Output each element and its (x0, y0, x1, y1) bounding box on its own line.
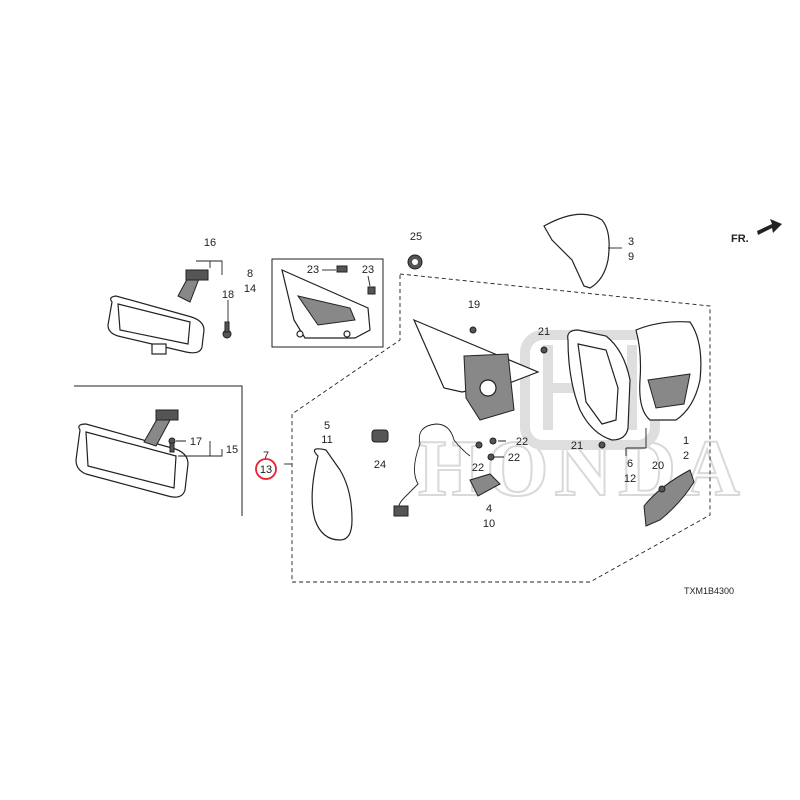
label-15: 15 (226, 444, 238, 456)
part-labels: 16 18 8 14 23 23 17 15 7 13 5 11 24 25 1… (190, 231, 689, 530)
label-24: 24 (374, 459, 386, 471)
watermark-text: HONDA (418, 425, 746, 513)
label-20: 20 (652, 460, 664, 472)
label-7: 7 (263, 450, 269, 462)
label-23-a: 23 (307, 264, 319, 276)
label-12: 12 (624, 473, 636, 485)
part-mirror-bracket (635, 321, 702, 421)
label-2: 2 (683, 450, 689, 462)
part-screw-20 (658, 485, 666, 493)
front-direction-indicator: FR. (731, 219, 782, 245)
label-23-b: 23 (362, 264, 374, 276)
diagram-code: TXM1B4300 (684, 586, 734, 596)
part-screw-22-group (475, 437, 497, 461)
group-box-8-14 (271, 258, 384, 348)
label-8: 8 (247, 268, 253, 280)
label-22-a: 22 (516, 436, 528, 448)
label-22-c: 22 (508, 452, 520, 464)
front-arrow-icon (757, 219, 782, 235)
label-11: 11 (321, 434, 332, 446)
part-screw-21-b (598, 441, 606, 449)
part-mirror-glass (311, 448, 353, 541)
label-9: 9 (628, 251, 634, 263)
part-clip-23-a (336, 265, 348, 273)
label-16: 16 (204, 237, 216, 249)
part-mirror-housing (567, 329, 631, 441)
label-14: 14 (244, 283, 256, 295)
label-10: 10 (483, 518, 495, 530)
part-mirror-actuator (412, 318, 540, 421)
part-rearview-mirror-upper (107, 269, 209, 355)
label-13: 13 (260, 464, 272, 476)
part-screw-19 (469, 326, 477, 334)
part-screw-17 (168, 437, 176, 453)
part-turn-signal (643, 469, 695, 527)
part-mirror-cap (543, 213, 610, 289)
label-25: 25 (410, 231, 422, 243)
honda-watermark: HONDA (417, 330, 746, 514)
label-5: 5 (324, 420, 330, 432)
part-screw-21-a (540, 346, 548, 354)
label-19: 19 (468, 299, 480, 311)
label-17: 17 (190, 436, 202, 448)
part-rearview-mirror-lower (75, 409, 189, 498)
part-cover-4-10 (469, 473, 501, 497)
label-21-b: 21 (571, 440, 583, 452)
part-connector (393, 505, 409, 517)
part-clip-23-b (367, 286, 376, 295)
part-clip-24 (371, 429, 389, 443)
label-3: 3 (628, 236, 634, 248)
label-21-a: 21 (538, 326, 550, 338)
part-grommet-25 (407, 254, 423, 270)
part-mirror-base (281, 268, 371, 339)
fr-label: FR. (731, 233, 749, 245)
label-18: 18 (222, 289, 234, 301)
assembly-outline (291, 273, 711, 583)
label-4: 4 (486, 503, 492, 515)
label-1: 1 (683, 435, 689, 447)
label-6: 6 (627, 458, 633, 470)
label-22-b: 22 (472, 462, 484, 474)
highlight-circle-13 (255, 458, 277, 480)
group-frame-15-17 (74, 385, 243, 516)
part-bolt-18 (222, 321, 232, 339)
